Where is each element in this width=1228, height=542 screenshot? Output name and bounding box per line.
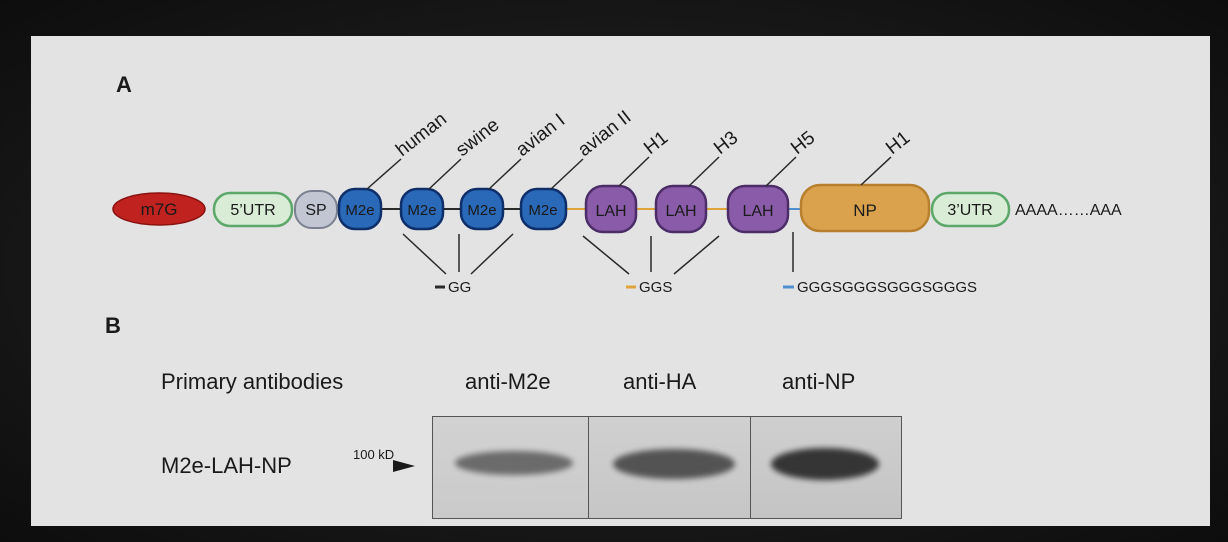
annotation-lah-h5: H5 [787,127,819,159]
leader-lah-h1 [618,156,650,187]
annotation-avian-1: avian I [512,110,569,161]
lah-box-h3: LAH [654,184,708,234]
lah-box-h5: LAH [726,184,790,234]
m2e-label-1: M2e [407,202,436,219]
m2e-box-avian-2: M2e [519,187,568,231]
blot-band-m2e [455,451,573,475]
long-linker-label: GGGSGGGSGGGSGGGS [797,279,977,296]
cap-label: m7G [141,200,178,219]
primary-antibodies-label: Primary antibodies [161,369,343,394]
callout-ggs-1 [582,235,630,275]
leader-lah-h5 [765,156,797,187]
annotation-np-h1: H1 [882,127,914,159]
panel-b-label: B [105,313,121,338]
sp-label: SP [305,202,326,219]
m2e-label-0: M2e [345,202,374,219]
blot-lane-anti-np [750,416,902,519]
utr3-box: 3’UTR [930,191,1011,228]
marker-arrow-icon [393,460,415,472]
leader-np-h1 [860,156,892,186]
annotation-lah-h3: H3 [710,127,742,159]
marker-label: 100 kD [353,447,394,462]
m2e-box-avian-1: M2e [459,187,505,231]
blot-band-np [771,448,879,480]
gg-label: GG [448,279,471,296]
annotation-lah-h1: H1 [640,127,672,159]
blot-lane-anti-m2e [432,416,589,519]
polya-tail: AAAA……AAA [1015,202,1122,219]
annotation-leaders [366,156,892,190]
utr5-box: 5’UTR [212,191,294,228]
antibody-label-np: anti-NP [782,369,855,394]
sp-box: SP [294,190,338,229]
figure-svg: A B m7G 5’UTR SP M2e [105,72,1122,478]
leader-human [366,158,402,190]
leader-avian-1 [488,158,522,190]
leader-lah-h3 [688,156,720,187]
callout-ggs-3 [673,235,720,275]
blot-lane-anti-ha [588,416,751,519]
m2e-label-3: M2e [528,202,557,219]
annotation-avian-2: avian II [574,107,635,161]
m2e-label-2: M2e [467,202,496,219]
lah-box-h1: LAH [584,184,638,234]
leader-avian-2 [550,158,584,190]
leader-swine [428,158,462,190]
m2e-box-human: M2e [337,187,383,231]
np-box: NP [799,183,931,233]
panel-a-label: A [116,72,132,97]
utr5-label: 5’UTR [230,202,275,219]
m7g-cap: m7G [112,192,206,226]
np-label: NP [853,201,877,220]
linker-callouts [402,232,794,275]
annotation-human: human [392,109,451,161]
antibody-label-m2e: anti-M2e [465,369,551,394]
annotation-swine: swine [452,114,503,160]
lah-label-2: LAH [742,203,773,220]
callout-gg-3 [470,233,514,275]
lah-label-0: LAH [595,203,626,220]
utr3-label: 3’UTR [947,202,992,219]
lah-label-1: LAH [665,203,696,220]
ggs-label: GGS [639,279,672,296]
blot-band-ha [613,449,735,479]
figure-panel: A B m7G 5’UTR SP M2e [31,36,1210,526]
callout-gg-1 [402,233,447,275]
m2e-box-swine: M2e [399,187,445,231]
antibody-label-ha: anti-HA [623,369,697,394]
sample-label: M2e-LAH-NP [161,453,292,478]
